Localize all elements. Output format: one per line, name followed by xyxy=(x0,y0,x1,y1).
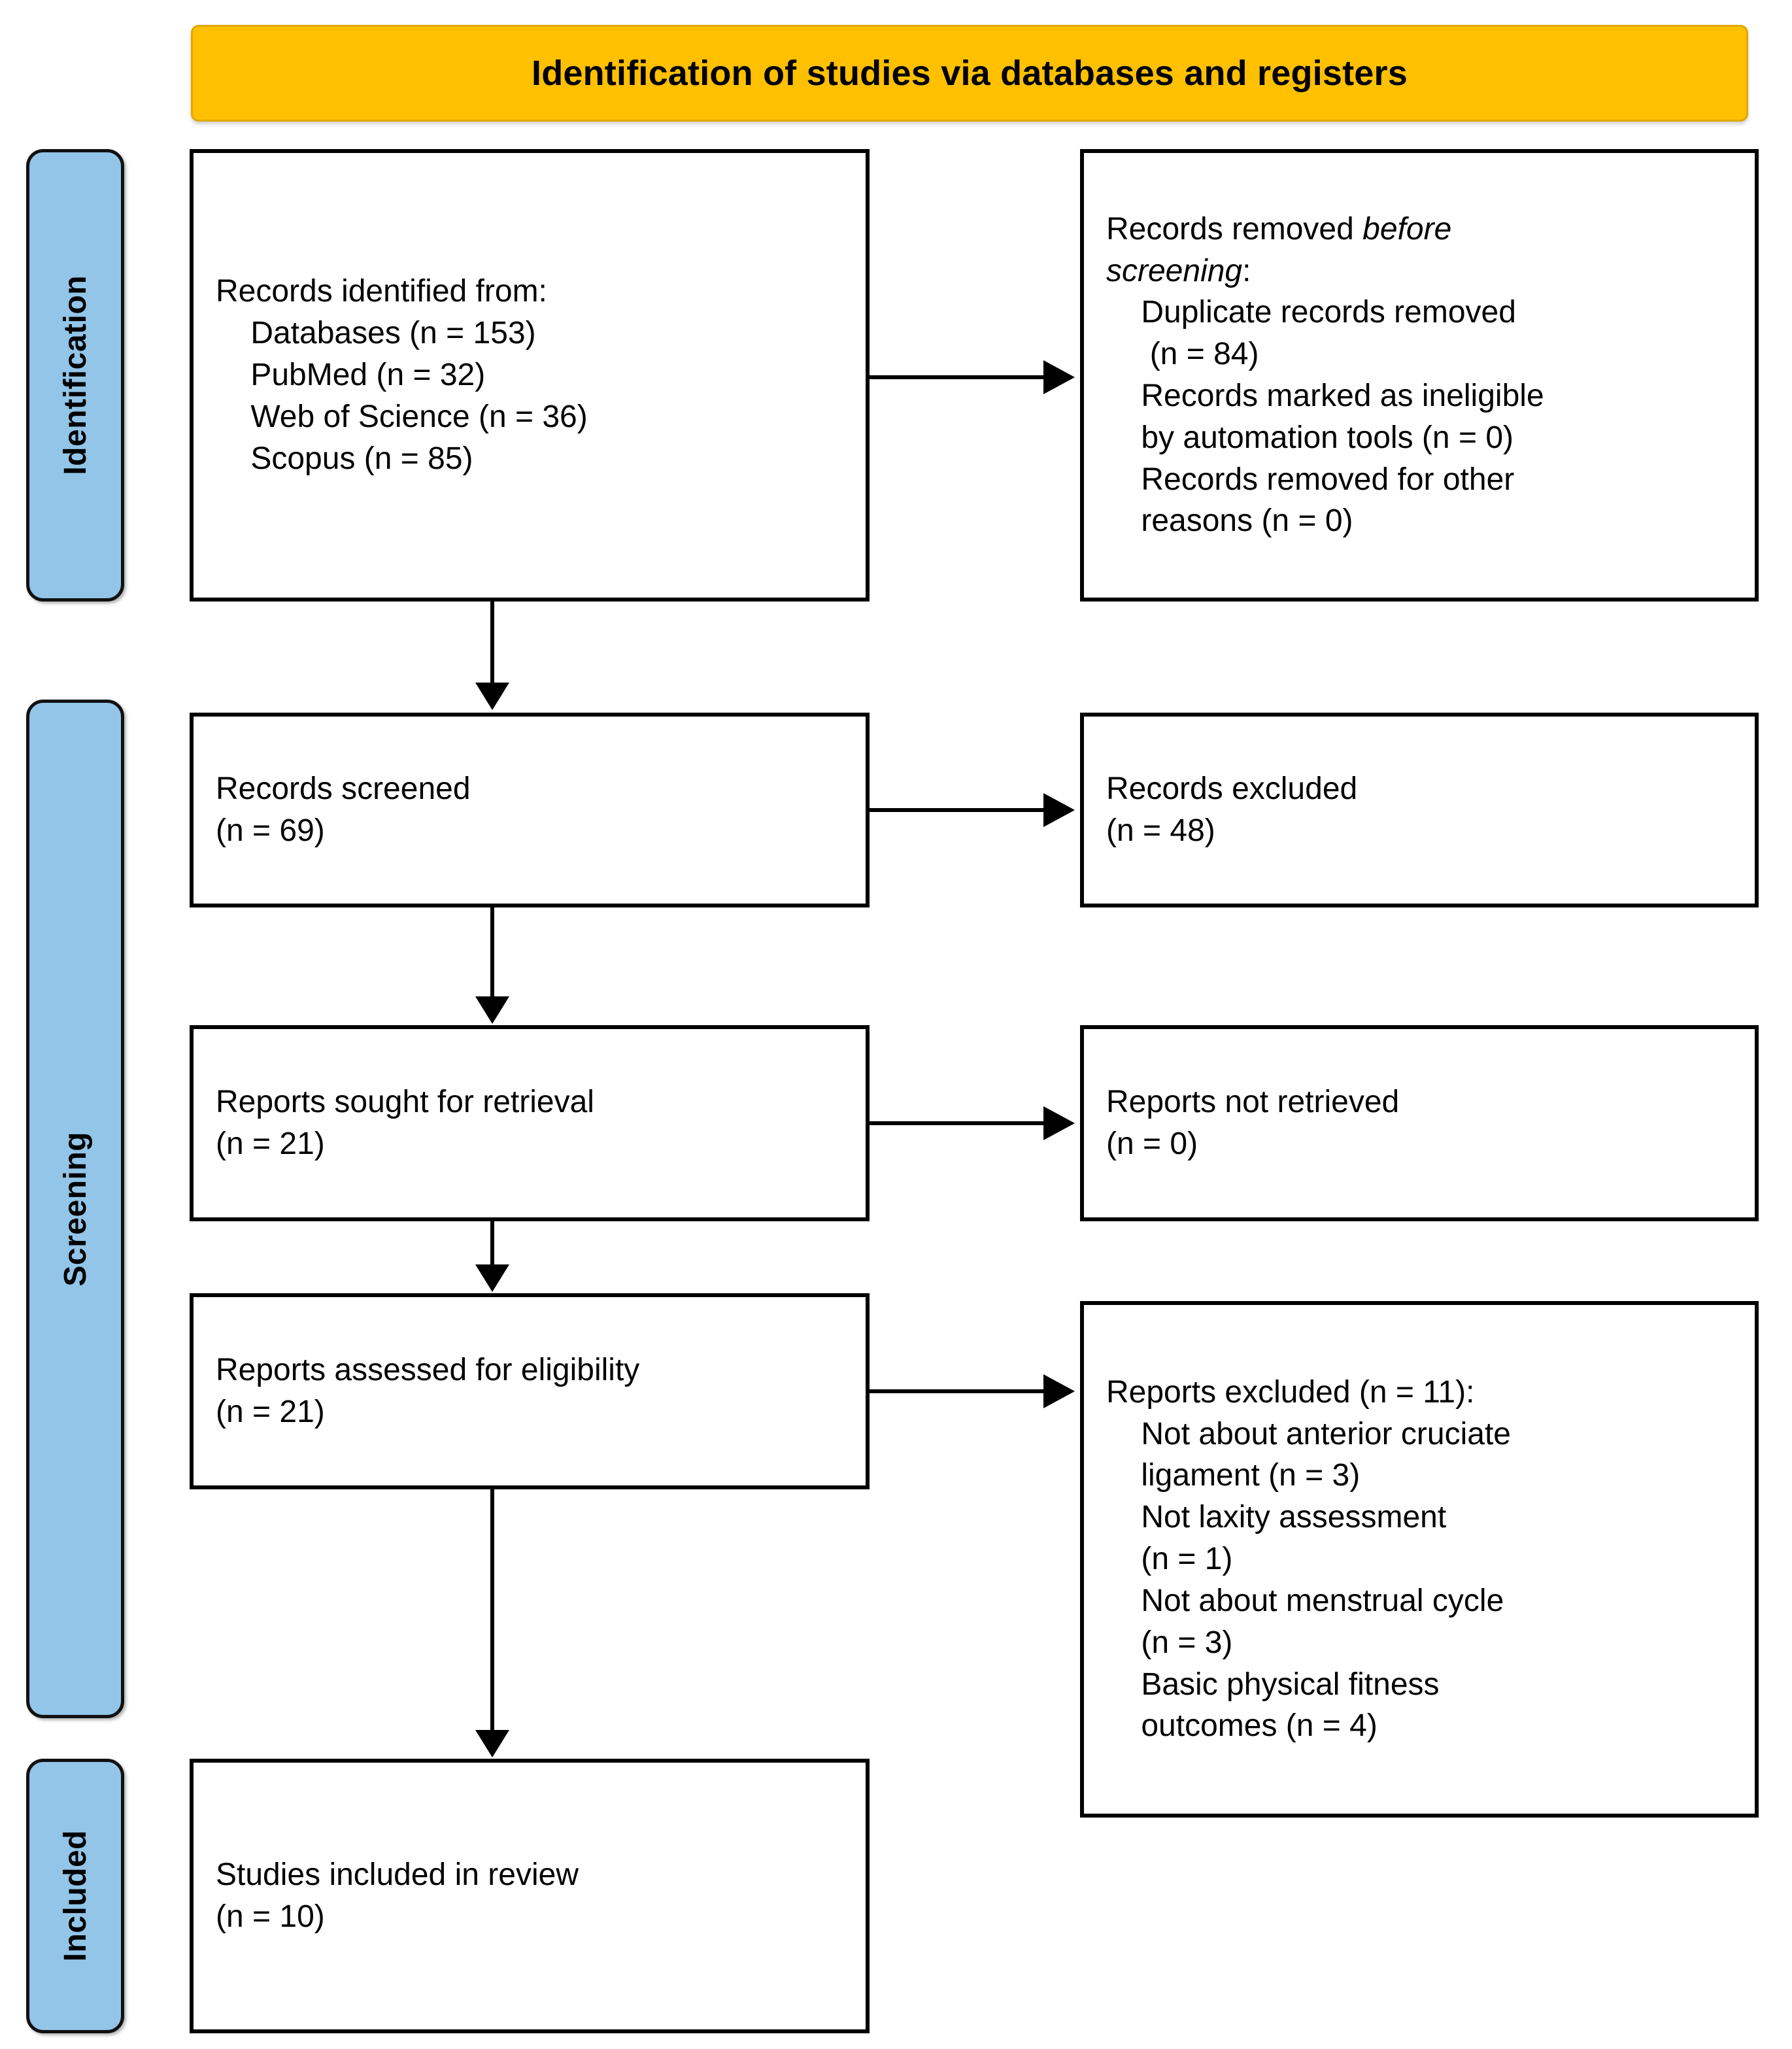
stage-label-identification: Identification xyxy=(26,149,124,601)
box-reports-not-retrieved-text: Reports not retrieved (n = 0) xyxy=(1106,1085,1400,1161)
removed-lead: Records removed xyxy=(1106,211,1363,246)
box-reports-assessed-text: Reports assessed for eligibility (n = 21… xyxy=(216,1353,640,1429)
connector-assessed-to-reportsexcluded xyxy=(870,1389,1045,1393)
connector-assessed-to-included xyxy=(490,1489,494,1731)
arrowhead-right-icon xyxy=(1043,793,1075,827)
stage-label-included-text: Included xyxy=(58,1830,93,1962)
box-reports-sought-for-retrieval: Reports sought for retrieval (n = 21) xyxy=(190,1025,870,1221)
box-records-identified-text: Records identified from: Databases (n = … xyxy=(216,274,588,476)
box-records-excluded-text: Records excluded (n = 48) xyxy=(1106,771,1358,848)
box-records-removed-text: Records removed before screening: Duplic… xyxy=(1106,209,1544,543)
stage-label-screening: Screening xyxy=(26,700,124,1718)
arrowhead-down-icon xyxy=(475,1730,509,1757)
connector-sought-to-assessed xyxy=(490,1221,494,1266)
box-reports-excluded-reasons-text: Reports excluded (n = 11): Not about ant… xyxy=(1106,1374,1511,1744)
arrowhead-right-icon xyxy=(1043,1106,1075,1140)
box-records-identified: Records identified from: Databases (n = … xyxy=(190,149,870,601)
arrowhead-right-icon xyxy=(1043,360,1075,394)
stage-label-included: Included xyxy=(26,1759,124,2033)
connector-screened-to-sought xyxy=(490,907,494,1000)
box-reports-excluded-reasons: Reports excluded (n = 11): Not about ant… xyxy=(1080,1301,1759,1818)
box-records-removed-before-screening: Records removed before screening: Duplic… xyxy=(1080,149,1759,601)
arrowhead-down-icon xyxy=(475,683,509,710)
connector-identified-to-screened xyxy=(490,601,494,686)
box-reports-assessed-for-eligibility: Reports assessed for eligibility (n = 21… xyxy=(190,1293,870,1489)
box-reports-sought-text: Reports sought for retrieval (n = 21) xyxy=(216,1085,594,1161)
removed-rest: : Duplicate records removed (n = 84) Rec… xyxy=(1141,253,1544,539)
connector-screened-to-excluded xyxy=(870,808,1045,812)
connector-identified-to-removed xyxy=(870,375,1045,379)
diagram-header-banner: Identification of studies via databases … xyxy=(191,25,1748,122)
box-records-screened: Records screened (n = 69) xyxy=(190,713,870,907)
box-studies-included-in-review: Studies included in review (n = 10) xyxy=(190,1759,870,2033)
box-records-excluded: Records excluded (n = 48) xyxy=(1080,713,1759,907)
stage-label-screening-text: Screening xyxy=(58,1131,93,1287)
arrowhead-down-icon xyxy=(475,996,509,1024)
connector-sought-to-notretrieved xyxy=(870,1121,1045,1125)
diagram-title: Identification of studies via databases … xyxy=(532,54,1408,93)
removed-italic-before: before xyxy=(1362,211,1452,246)
box-studies-included-text: Studies included in review (n = 10) xyxy=(216,1857,579,1934)
stage-label-identification-text: Identification xyxy=(58,275,93,475)
arrowhead-right-icon xyxy=(1043,1374,1075,1408)
arrowhead-down-icon xyxy=(475,1264,509,1292)
box-reports-not-retrieved: Reports not retrieved (n = 0) xyxy=(1080,1025,1759,1221)
removed-italic-screening: screening xyxy=(1106,253,1243,288)
box-records-screened-text: Records screened (n = 69) xyxy=(216,771,471,848)
